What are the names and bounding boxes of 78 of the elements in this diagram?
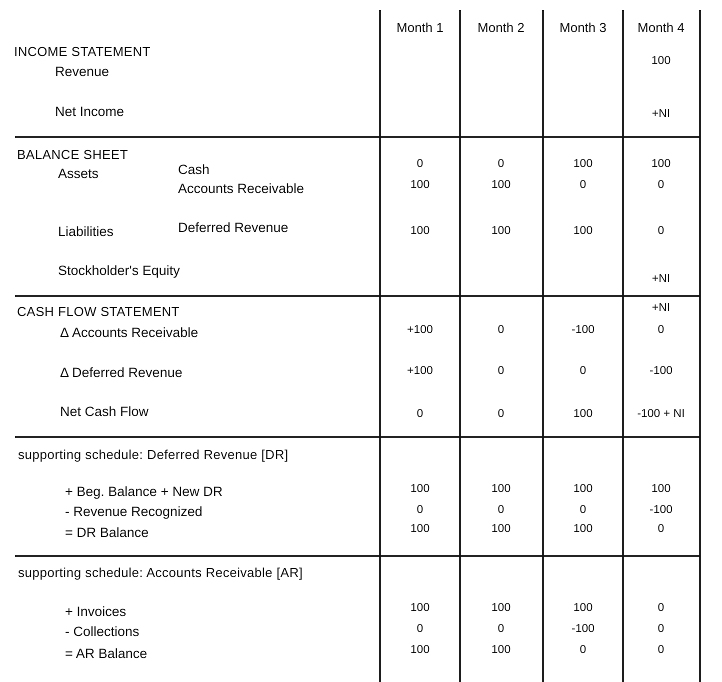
row-label: - Revenue Recognized bbox=[65, 504, 202, 520]
row-label: + Invoices bbox=[65, 604, 126, 620]
cell-value: +100 bbox=[407, 324, 433, 338]
row-label: = DR Balance bbox=[65, 524, 149, 542]
cell-value: 100 bbox=[651, 55, 671, 69]
row-label: Deferred Revenue bbox=[178, 220, 288, 236]
cell-value: 0 bbox=[658, 179, 664, 193]
cell-value: 0 bbox=[498, 324, 504, 338]
cell-value: +NI bbox=[652, 302, 670, 316]
cell-value: 0 bbox=[658, 324, 664, 338]
row-label: Liabilities bbox=[58, 224, 114, 240]
row-label: Stockholder's Equity bbox=[58, 262, 180, 280]
cell-value: 100 bbox=[573, 483, 593, 497]
cell-value: 100 bbox=[410, 179, 430, 193]
row-label: + Beg. Balance + New DR bbox=[65, 484, 223, 500]
cell-value: 100 bbox=[573, 602, 593, 616]
cell-value: 0 bbox=[580, 504, 586, 518]
cell-value: 0 bbox=[658, 623, 664, 637]
column-header: Month 2 bbox=[478, 20, 524, 36]
cell-value: 0 bbox=[580, 179, 586, 193]
cell-value: 0 bbox=[416, 504, 424, 518]
cell-value: 100 bbox=[410, 644, 430, 658]
cell-value: 0 bbox=[498, 504, 504, 518]
column-header: Month 1 bbox=[396, 20, 444, 36]
cell-value: 0 bbox=[580, 365, 586, 379]
cell-value: 100 bbox=[573, 225, 593, 239]
cell-value: 0 bbox=[498, 365, 504, 379]
cell-value: 100 bbox=[651, 158, 671, 172]
section-heading: supporting schedule: Deferred Revenue [DR] bbox=[18, 447, 288, 463]
cell-value: 100 bbox=[491, 602, 511, 616]
cell-value: 100 bbox=[491, 225, 511, 239]
cell-value: 0 bbox=[580, 644, 586, 658]
row-label: - Collections bbox=[65, 624, 140, 640]
section-heading: supporting schedule: Accounts Receivable [AR] bbox=[18, 565, 303, 581]
cell-value: 100 bbox=[491, 644, 511, 658]
section-heading: INCOME STATEMENT bbox=[14, 44, 151, 60]
cell-value: 0 bbox=[658, 523, 664, 537]
row-label: Assets bbox=[58, 166, 99, 182]
cell-value: +NI bbox=[652, 273, 670, 287]
cell-value: 100 bbox=[491, 483, 511, 497]
column-header: Month 4 bbox=[638, 20, 684, 36]
cell-value: -100 bbox=[649, 504, 673, 518]
cell-value: 0 bbox=[498, 623, 504, 637]
cell-value: 100 bbox=[573, 408, 593, 422]
cell-value: -100 bbox=[571, 324, 595, 338]
cell-value: 0 bbox=[658, 225, 664, 239]
cell-value: 0 bbox=[416, 408, 424, 422]
cell-value: 0 bbox=[498, 408, 504, 422]
cell-value: 100 bbox=[410, 483, 430, 497]
cell-value: 0 bbox=[658, 644, 664, 658]
cell-value: 100 bbox=[651, 483, 671, 497]
row-label: Δ Deferred Revenue bbox=[60, 364, 182, 382]
row-label: Net Cash Flow bbox=[60, 404, 149, 420]
cell-value: 0 bbox=[416, 623, 424, 637]
cell-value: 100 bbox=[573, 523, 593, 537]
cell-value: 100 bbox=[491, 179, 511, 193]
row-label: Cash bbox=[178, 162, 210, 178]
cell-value: 100 bbox=[410, 225, 430, 239]
cell-value: +NI bbox=[652, 108, 670, 122]
cell-value: 100 bbox=[410, 602, 430, 616]
cell-value: -100 + NI bbox=[637, 408, 685, 422]
cell-value: 0 bbox=[498, 158, 504, 172]
cell-value: -100 bbox=[649, 365, 673, 379]
row-label: Net Income bbox=[55, 104, 124, 120]
cell-value: -100 bbox=[571, 623, 595, 637]
section-heading: CASH FLOW STATEMENT bbox=[17, 304, 180, 320]
cell-value: 0 bbox=[658, 602, 664, 616]
row-label: Accounts Receivable bbox=[178, 180, 304, 198]
column-header: Month 3 bbox=[560, 20, 606, 36]
section-heading: BALANCE SHEET bbox=[17, 147, 128, 163]
row-label: Δ Accounts Receivable bbox=[60, 324, 198, 342]
cell-value: 100 bbox=[573, 158, 593, 172]
cell-value: +100 bbox=[407, 365, 433, 379]
row-label: Revenue bbox=[55, 64, 110, 80]
cell-value: 0 bbox=[416, 158, 424, 172]
cell-value: 100 bbox=[491, 523, 511, 537]
cell-value: 100 bbox=[410, 523, 430, 537]
row-label: = AR Balance bbox=[65, 646, 148, 662]
